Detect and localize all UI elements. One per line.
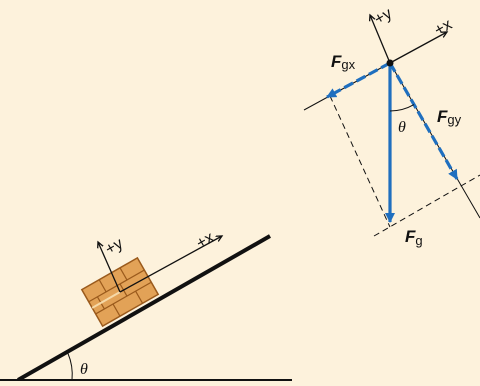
crate-x-label: +x	[194, 229, 217, 252]
origin-point	[386, 59, 394, 67]
angle-arc-right	[389, 104, 415, 112]
force-g-label: Fg	[405, 227, 423, 248]
angle-arc-left	[67, 352, 73, 381]
angle-label-left: θ	[80, 361, 88, 378]
origin-x-axis	[389, 32, 447, 64]
dashed-guide-bottom	[373, 174, 480, 237]
force-gy-vector	[388, 62, 459, 180]
force-gx-vector	[326, 61, 391, 99]
angle-label-right: θ	[398, 119, 406, 136]
force-components: +x +y θ Fgx Fgy Fg	[303, 5, 480, 248]
crate-y-label: +y	[103, 235, 126, 258]
force-gy-label: Fgy	[437, 107, 462, 127]
crate-x-axis	[119, 236, 222, 293]
origin-y-label: +y	[372, 5, 395, 28]
origin-y-axis	[370, 15, 391, 64]
dashed-guide-left	[329, 95, 391, 228]
origin-x-label: +x	[432, 16, 455, 39]
incline-surface	[17, 234, 271, 382]
force-gx-label: Fgx	[331, 52, 356, 72]
crate-y-axis	[98, 242, 121, 293]
incline-scene: θ +x +y	[0, 229, 292, 382]
